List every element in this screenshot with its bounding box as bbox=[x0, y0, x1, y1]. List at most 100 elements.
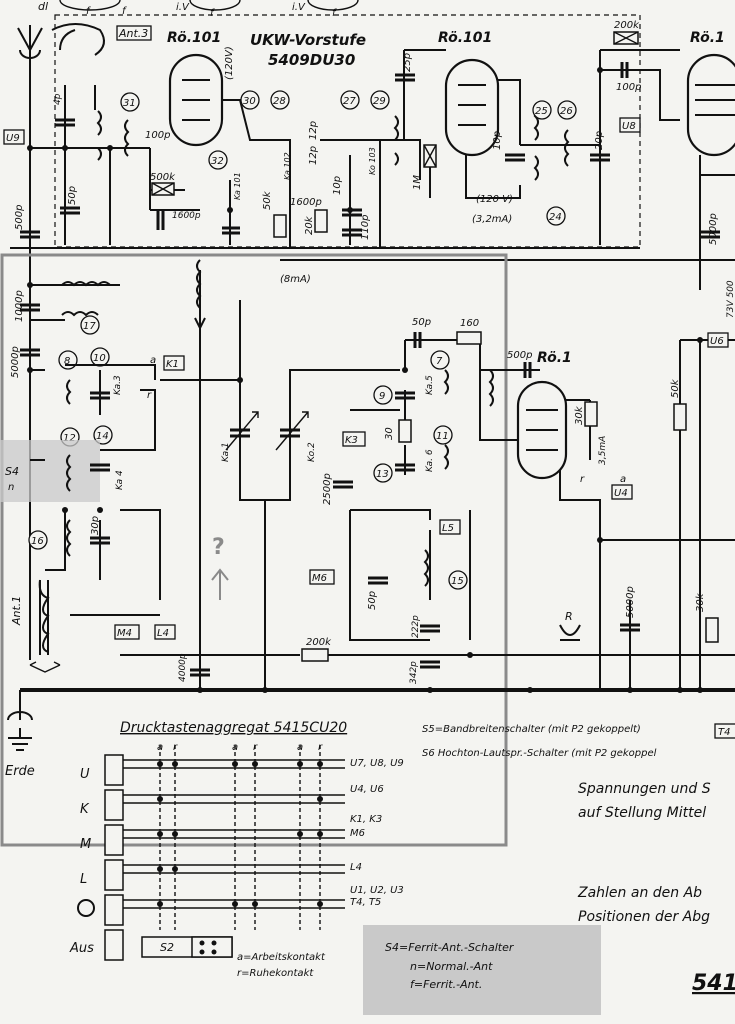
svg-text:27: 27 bbox=[343, 96, 356, 107]
legend-r: r=Ruhekontakt bbox=[237, 968, 314, 979]
top-label-f2: f bbox=[122, 6, 127, 17]
value-110p: 110p bbox=[360, 215, 371, 240]
coil-29 bbox=[393, 115, 399, 166]
value-2500p: 2500p bbox=[322, 473, 333, 505]
note-zahlen-1: Zahlen an den Ab bbox=[577, 885, 702, 901]
coil-15 bbox=[423, 549, 429, 587]
pushbutton-rails bbox=[123, 745, 345, 930]
label-s4: S4 bbox=[5, 465, 19, 478]
label-s2: S2 bbox=[160, 941, 174, 954]
circle-labels: 31 30 28 27 29 25 26 24 32 17 8 10 7 9 1… bbox=[28, 90, 577, 590]
svg-text:16: 16 bbox=[31, 536, 44, 547]
resistor-200k bbox=[301, 648, 329, 662]
top-label-iv2: i.V bbox=[292, 2, 306, 13]
value-50k-b: 50k bbox=[670, 378, 681, 398]
top-label-f3: f bbox=[210, 8, 215, 19]
svg-text:9: 9 bbox=[379, 391, 385, 402]
coil-17 bbox=[61, 281, 111, 317]
tube-mid bbox=[444, 58, 500, 157]
value-v120-mid: (120 V) bbox=[476, 194, 513, 205]
ferrite-antenna bbox=[29, 579, 61, 673]
value-30k: 30k bbox=[574, 405, 585, 425]
top-label-dl: dl bbox=[38, 0, 48, 13]
value-ka4: Ka 4 bbox=[115, 470, 125, 490]
value-4000p: 4000p bbox=[178, 653, 188, 682]
note-spann-1: Spannungen und S bbox=[578, 781, 711, 797]
value-30: 30 bbox=[384, 427, 395, 440]
note-spann-2: auf Stellung Mittel bbox=[578, 805, 706, 821]
value-50p: 50p bbox=[67, 186, 78, 205]
value-30k-b: 30k bbox=[695, 592, 706, 612]
svg-text:32: 32 bbox=[211, 156, 224, 167]
section-title: UKW-Vorstufe bbox=[250, 31, 366, 49]
label-a-k1: a bbox=[150, 355, 156, 366]
value-ma32: (3,2mA) bbox=[472, 214, 512, 225]
s4-note-line-1: S4=Ferrit-Ant.-Schalter bbox=[385, 941, 515, 954]
label-u9: U9 bbox=[6, 133, 20, 144]
value-100p-top: 100p bbox=[616, 82, 641, 93]
value-20k: 20k bbox=[304, 215, 315, 235]
value-10p: 10p bbox=[492, 131, 503, 150]
svg-text:7: 7 bbox=[436, 356, 443, 367]
coil-11 bbox=[443, 444, 449, 470]
tube-lower-label: Rö.1 bbox=[537, 350, 572, 366]
contacts-u: U7, U8, U9 bbox=[350, 758, 404, 769]
resistor-50k-b bbox=[673, 403, 687, 431]
svg-text:31: 31 bbox=[123, 98, 136, 109]
label-l5: L5 bbox=[442, 523, 454, 534]
value-12p-b: 12p bbox=[308, 146, 319, 165]
label-u6: U6 bbox=[710, 336, 724, 347]
svg-text:30: 30 bbox=[243, 96, 256, 107]
contacts-k: U4, U6 bbox=[350, 784, 384, 795]
label-k3: K3 bbox=[345, 435, 358, 446]
ant3-label: Ant.3 bbox=[118, 27, 148, 40]
svg-text:17: 17 bbox=[83, 321, 96, 332]
value-1m: 1M bbox=[412, 175, 423, 190]
value-ka5: Ka.5 bbox=[425, 375, 435, 395]
value-35ma: 3,5mA bbox=[598, 436, 608, 465]
coil-8 bbox=[66, 379, 72, 405]
top-label-f4: f bbox=[332, 8, 337, 19]
value-ka1: Ka.1 bbox=[221, 442, 231, 462]
label-r: R bbox=[565, 610, 573, 623]
resistor-50k bbox=[273, 214, 287, 238]
value-100p-left: 100p bbox=[145, 130, 170, 141]
col-a-1: a bbox=[157, 742, 163, 753]
svg-text:29: 29 bbox=[373, 96, 386, 107]
value-500p: 500p bbox=[14, 205, 25, 230]
up-arrow-icon bbox=[211, 568, 229, 600]
label-r-u4: r bbox=[580, 474, 585, 485]
top-label-iv1: i.V bbox=[176, 2, 190, 13]
resistor-30k-b bbox=[705, 617, 719, 643]
value-ko103: Ko 103 bbox=[368, 147, 377, 175]
section-subtitle: 5409DU30 bbox=[268, 51, 355, 69]
value-10p-b: 10p bbox=[332, 176, 343, 195]
value-1600p-a: 1600p bbox=[290, 197, 322, 208]
highlight-frame bbox=[0, 253, 508, 847]
coil-31 bbox=[96, 110, 130, 161]
value-50k: 50k bbox=[262, 190, 273, 210]
value-ma8: (8mA) bbox=[280, 274, 311, 285]
svg-text:13: 13 bbox=[376, 469, 389, 480]
label-m4: M4 bbox=[117, 628, 132, 639]
top-label-f1: f bbox=[86, 6, 91, 17]
note-s6: S6 Hochton-Lautspr.-Schalter (mit P2 gek… bbox=[422, 748, 657, 759]
value-50p-b: 50p bbox=[412, 317, 431, 328]
legend-a: a=Arbeitskontakt bbox=[237, 952, 326, 963]
value-5000p: 5000p bbox=[10, 346, 21, 378]
svg-text:12: 12 bbox=[63, 433, 76, 444]
resistor-30 bbox=[398, 419, 412, 443]
value-30p: 30p bbox=[90, 516, 101, 535]
svg-text:10: 10 bbox=[93, 353, 106, 364]
label-m6: M6 bbox=[312, 573, 327, 584]
svg-text:15: 15 bbox=[451, 576, 464, 587]
label-n: n bbox=[8, 482, 14, 493]
tube-mid-label: Rö.101 bbox=[438, 30, 492, 46]
label-r-k1: r bbox=[147, 390, 152, 401]
key-u: U bbox=[80, 767, 90, 782]
tube-right-label: Rö.1 bbox=[690, 30, 725, 46]
key-o-icon bbox=[77, 899, 95, 917]
question-mark: ? bbox=[212, 535, 225, 560]
key-aus: Aus bbox=[69, 941, 94, 956]
